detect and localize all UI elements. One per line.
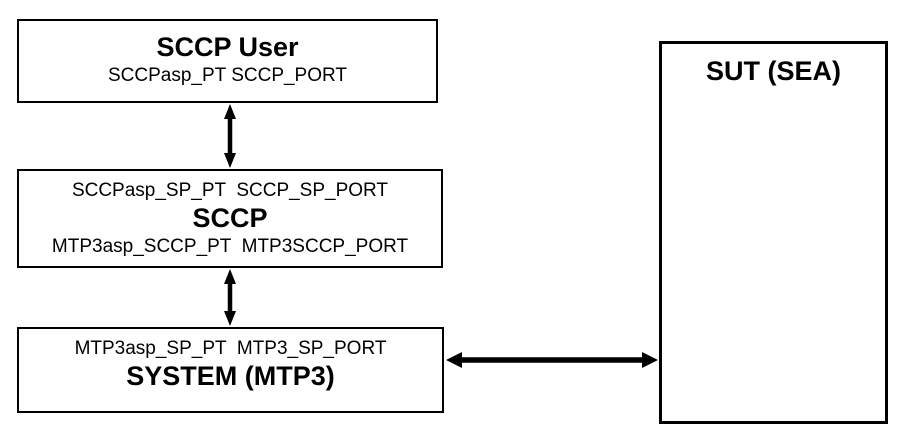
double-arrow-vertical-sccp-system-icon — [224, 269, 236, 326]
box-sccp: SCCPasp_SP_PT SCCP_SP_PORT SCCP MTP3asp_… — [17, 169, 443, 268]
system-mtp3-title: SYSTEM (MTP3) — [126, 361, 335, 391]
box-sccp-user: SCCP User SCCPasp_PT SCCP_PORT — [17, 19, 438, 103]
sccp-ports-top: SCCPasp_SP_PT SCCP_SP_PORT — [71, 180, 389, 201]
sut-title: SUT (SEA) — [706, 56, 841, 86]
box-system-mtp3: MTP3asp_SP_PT MTP3_SP_PORT SYSTEM (MTP3) — [17, 327, 444, 413]
sccp-ports-bottom: MTP3asp_SCCP_PT MTP3SCCP_PORT — [51, 236, 409, 257]
sccp-user-ports: SCCPasp_PT SCCP_PORT — [108, 65, 347, 86]
box-sut: SUT (SEA) — [659, 41, 888, 424]
sccp-title: SCCP — [192, 203, 268, 233]
system-mtp3-ports: MTP3asp_SP_PT MTP3_SP_PORT — [74, 338, 387, 359]
double-arrow-horizontal-system-sut-icon — [446, 352, 658, 368]
sccp-user-title: SCCP User — [156, 32, 299, 62]
double-arrow-vertical-sccpuser-sccp-icon — [224, 104, 236, 168]
